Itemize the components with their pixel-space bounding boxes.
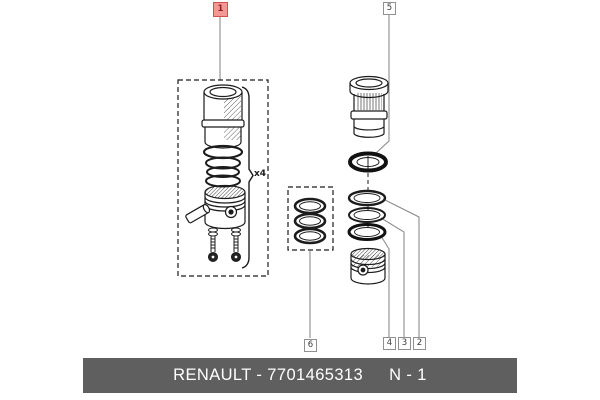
callout-1-label: 1: [217, 4, 224, 15]
callout-1[interactable]: 1: [213, 2, 228, 17]
callout-2[interactable]: 2: [413, 337, 426, 350]
callout-3[interactable]: 3: [398, 337, 411, 350]
callout-4-label: 4: [386, 338, 393, 349]
quantity-label: x4: [254, 169, 267, 179]
footer-part-number: RENAULT - 7701465313: [173, 366, 364, 384]
kit-gudgeon-pin: [185, 203, 211, 224]
kit-cylinder-liner: [201, 84, 245, 149]
footer-page-number: N - 1: [389, 366, 427, 384]
kit-bolts: [208, 227, 241, 262]
oil-scraper-ring: [347, 223, 387, 241]
cylinder-liner: [349, 75, 389, 138]
kit-piston-rings: [205, 156, 241, 188]
callout-5[interactable]: 5: [383, 2, 396, 15]
footer-bar: RENAULT - 7701465313 N - 1: [83, 358, 517, 393]
callout-2-label: 2: [416, 338, 423, 349]
callout-6[interactable]: 6: [304, 339, 317, 352]
kit-piston: [204, 184, 246, 230]
callout-3-label: 3: [401, 338, 408, 349]
quantity-bracket: [241, 86, 254, 269]
ring-set: [293, 197, 327, 245]
leader-line-2: [382, 198, 420, 337]
leader-line-3: [380, 217, 405, 337]
kit-boundary-box: [177, 79, 269, 277]
liner-base-seal: [348, 151, 388, 173]
compression-ring-middle: [348, 207, 386, 223]
piston: [350, 247, 386, 285]
leader-line-4: [380, 235, 390, 337]
callout-4[interactable]: 4: [383, 337, 396, 350]
callout-6-label: 6: [307, 340, 314, 351]
kit-bolt-1: [208, 227, 218, 262]
ring-set-boundary-box: [287, 186, 334, 251]
compression-ring-top: [347, 189, 387, 207]
leader-line-5: [375, 15, 390, 154]
callout-5-label: 5: [386, 3, 393, 14]
kit-bolt-2: [231, 227, 241, 262]
